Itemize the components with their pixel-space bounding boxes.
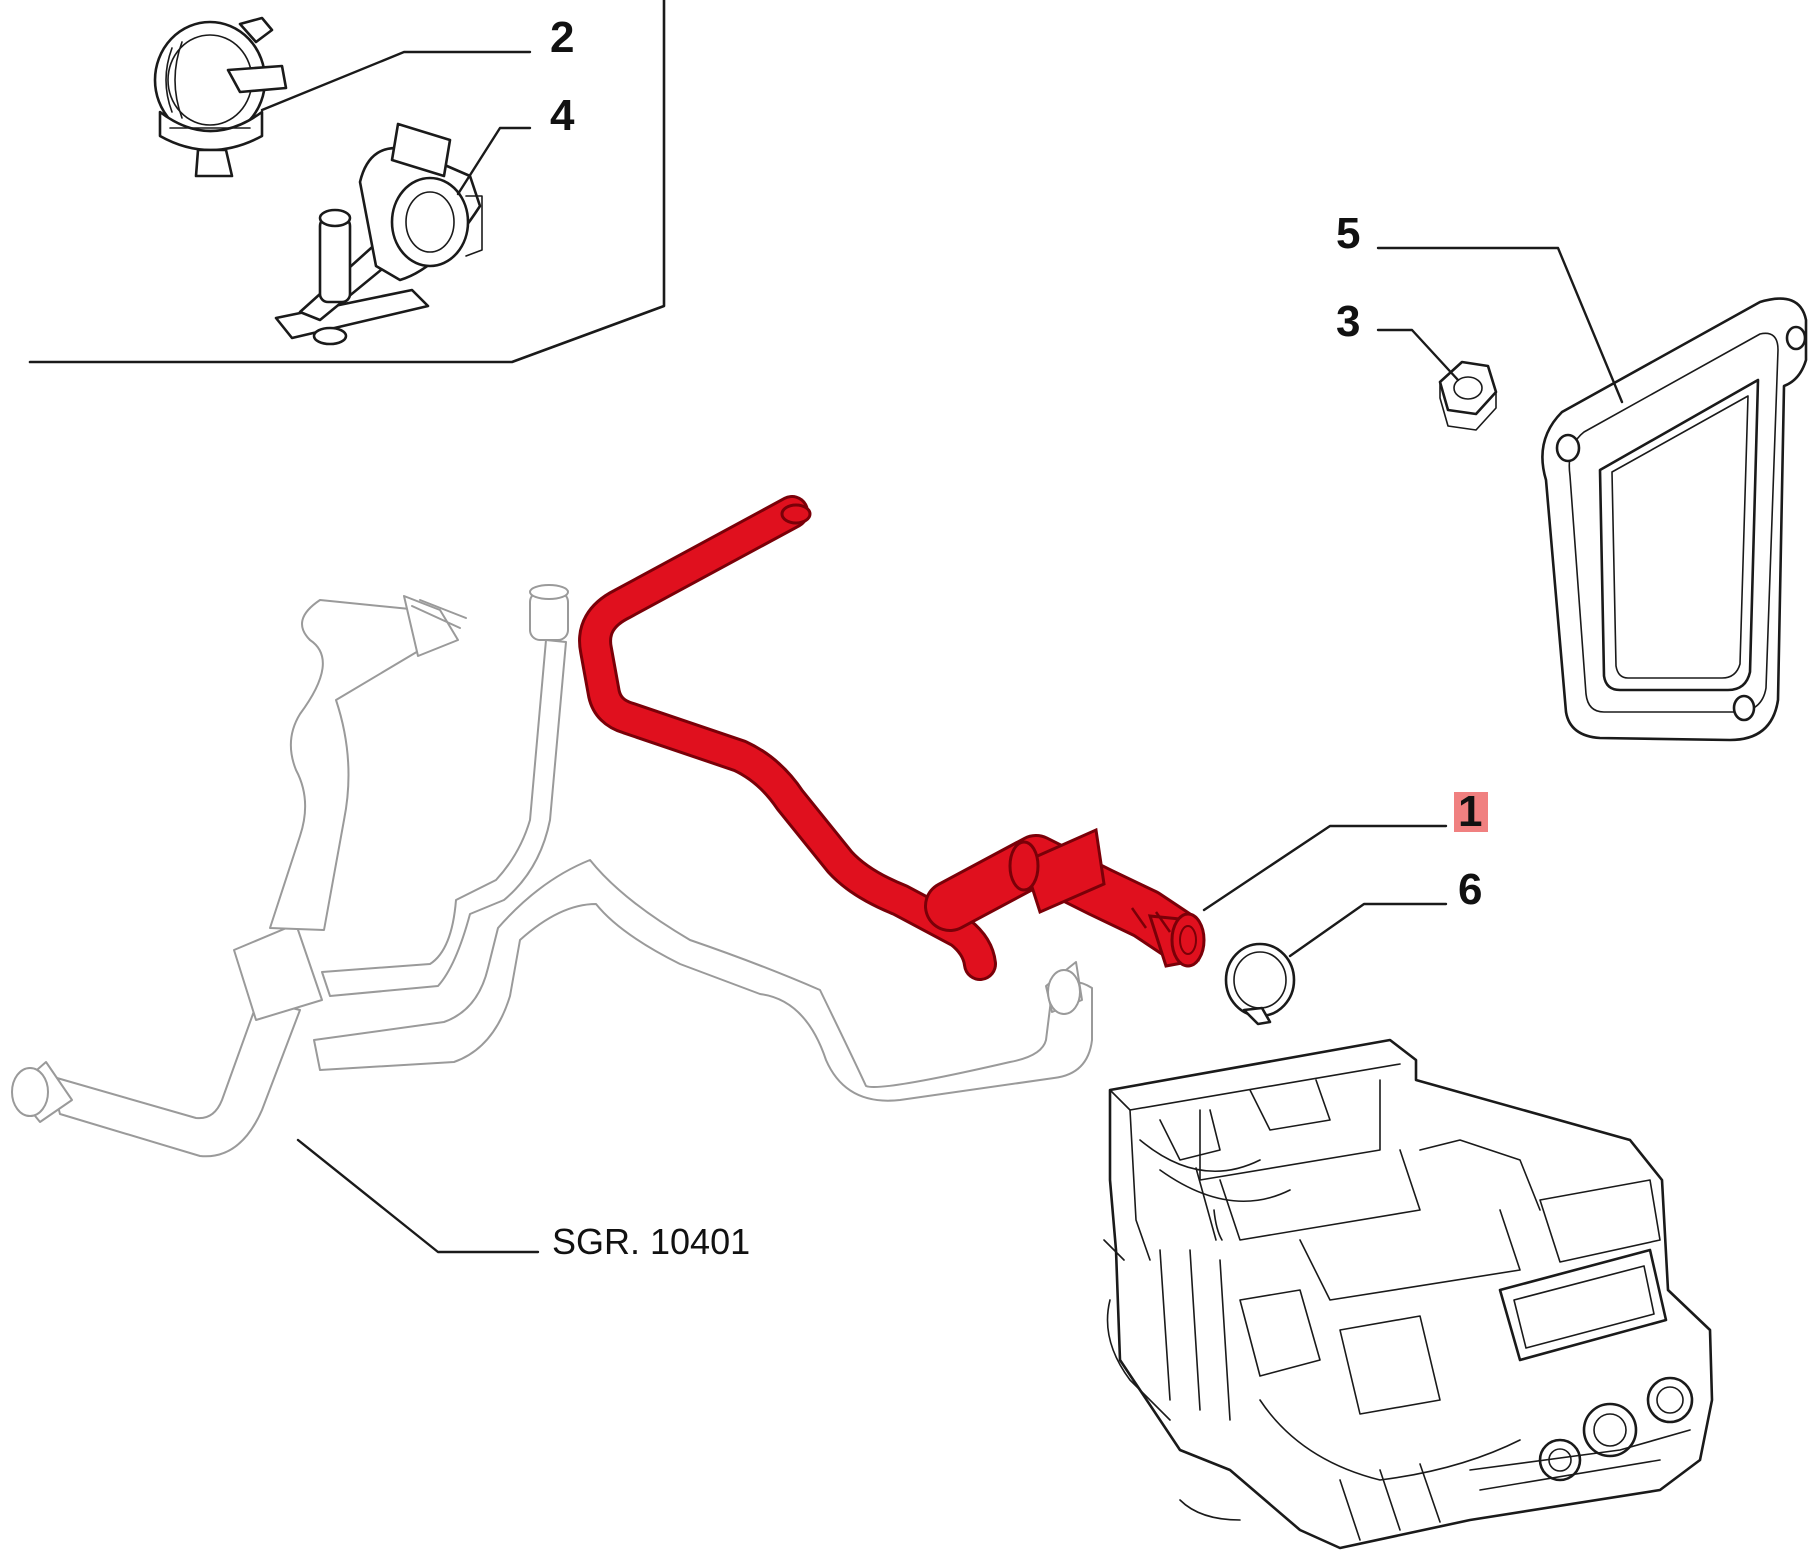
callout-1-highlight: [1454, 792, 1488, 832]
callout-4: 4: [550, 91, 575, 140]
leader-lines: [260, 50, 1624, 1254]
inset-frame: [28, 0, 666, 364]
ghost-hose-assembly: [11, 584, 1093, 1158]
clip-part-2: [153, 16, 288, 178]
gasket-part-5: [1541, 297, 1808, 742]
callout-labels: 1 2 3 4 5 6 SGR. 10401: [550, 13, 1488, 1262]
callout-1: 1: [1458, 787, 1482, 836]
clamp-part-6: [1224, 942, 1296, 1026]
callout-3: 3: [1336, 297, 1360, 346]
nut-part-3: [1438, 360, 1498, 431]
hose-part-1: [578, 495, 1206, 981]
callout-6: 6: [1458, 865, 1482, 914]
callout-5: 5: [1336, 209, 1360, 258]
callout-2: 2: [550, 13, 574, 62]
bracket-part-4: [274, 122, 483, 346]
subgroup-reference: SGR. 10401: [552, 1221, 750, 1262]
hvac-unit: [1103, 1038, 1714, 1550]
